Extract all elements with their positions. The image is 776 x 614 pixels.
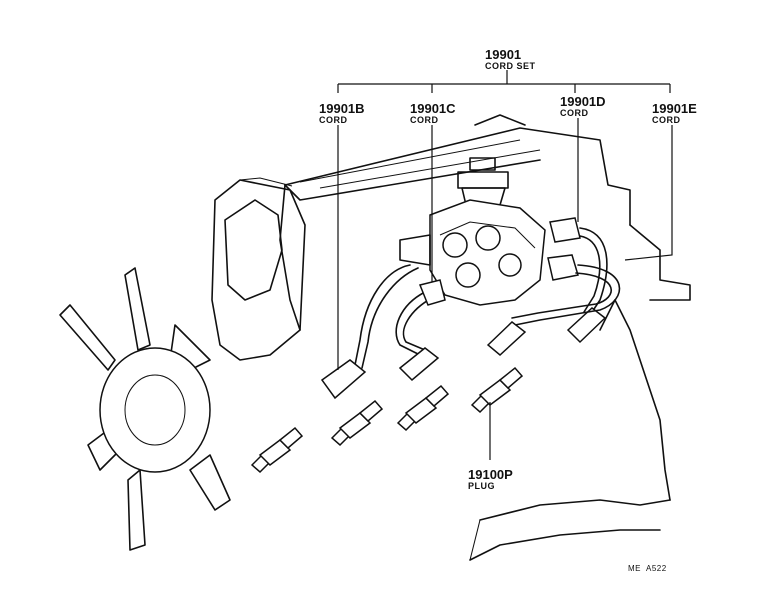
callout-plug-part-no: 19100P (468, 467, 513, 482)
callout-cord-d: 19901D CORD (560, 94, 606, 118)
reference-code: ME A522 (628, 564, 667, 573)
callout-cord-set-desc: CORD SET (485, 61, 536, 71)
callout-cord-e-desc: CORD (652, 115, 681, 125)
callout-cord-set: 19901 CORD SET (485, 47, 536, 71)
timing-cover (211, 177, 306, 361)
callout-cord-set-part-no: 19901 (485, 47, 521, 62)
ignition-cords (320, 217, 621, 400)
callout-cord-c-desc: CORD (410, 115, 439, 125)
callout-cord-e-part-no: 19901E (652, 101, 697, 116)
spark-plugs (250, 366, 524, 474)
callout-cord-e: 19901E CORD (652, 101, 697, 125)
callout-cord-d-desc: CORD (560, 108, 589, 118)
spark-plug-2 (330, 399, 384, 447)
distributor (399, 157, 546, 306)
spark-plug-1 (250, 426, 304, 474)
cooling-fan (59, 267, 231, 551)
callout-cord-b: 19901B CORD (319, 101, 365, 125)
spark-plug-3 (396, 384, 450, 432)
callout-plug-desc: PLUG (468, 481, 495, 491)
callout-cord-b-desc: CORD (319, 115, 348, 125)
engine-block (279, 114, 691, 561)
callout-cord-b-part-no: 19901B (319, 101, 365, 116)
callout-cord-c: 19901C CORD (410, 101, 456, 125)
callout-cord-c-part-no: 19901C (410, 101, 456, 116)
callout-cord-d-part-no: 19901D (560, 94, 606, 109)
spark-plug-4 (470, 366, 524, 414)
leader-lines (337, 70, 673, 460)
callout-plug: 19100P PLUG (468, 467, 513, 491)
